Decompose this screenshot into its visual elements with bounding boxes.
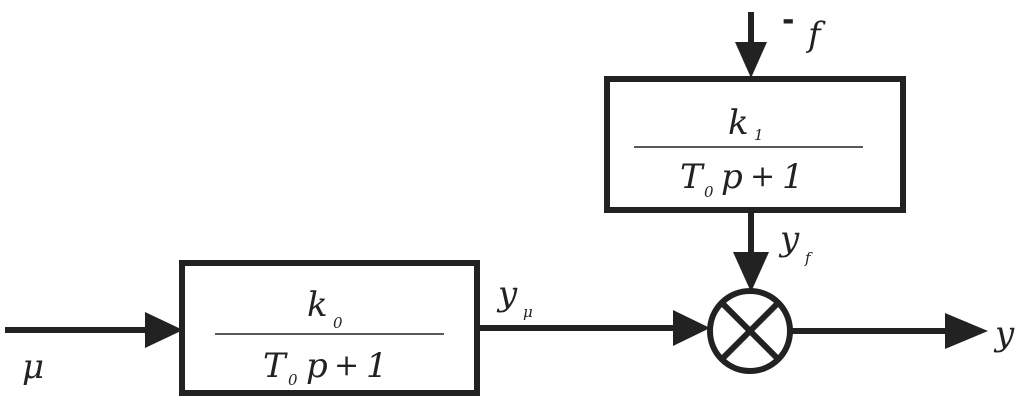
disturbance-denominator-symbol: T [680, 157, 705, 197]
disturbance-block-denominator: T 0 p + 1 [680, 157, 804, 201]
disturbance-numerator-symbol: k [728, 103, 749, 143]
output-arrow-head [945, 313, 988, 349]
input-signal-label: μ [22, 347, 44, 387]
y-mu-subscript: μ [523, 303, 533, 321]
y-mu-symbol: y [496, 274, 518, 314]
y-f-arrow-head [733, 252, 769, 292]
main-denominator-symbol: T [263, 346, 288, 386]
disturbance-denominator-plus: + [750, 159, 775, 194]
disturbance-sign: - [782, 3, 794, 38]
y-f-symbol: y [778, 219, 800, 259]
disturbance-block-numerator: k 1 [728, 103, 764, 144]
main-block-numerator: k 0 [307, 285, 343, 332]
y-f-label: y f [778, 219, 813, 267]
disturbance-symbol: f [805, 15, 826, 55]
main-numerator-symbol: k [307, 285, 328, 325]
y-mu-label: y μ [496, 274, 533, 321]
main-denominator-one: 1 [366, 346, 388, 386]
disturbance-numerator-subscript: 1 [754, 126, 764, 144]
disturbance-denominator-one: 1 [782, 157, 804, 197]
main-denominator-plus: + [334, 348, 359, 383]
output-signal-label: y [993, 314, 1015, 354]
main-denominator-p: p [306, 346, 328, 386]
disturbance-denominator-p: p [721, 157, 743, 197]
main-transfer-block [179, 260, 480, 396]
disturbance-label: - f [782, 3, 826, 55]
main-denominator-subscript: 0 [288, 371, 298, 389]
y-mu-arrow-head [673, 310, 710, 346]
y-f-subscript: f [804, 249, 813, 267]
summing-junction [707, 288, 793, 374]
input-arrow-head [145, 312, 183, 348]
main-block-denominator: T 0 p + 1 [263, 346, 388, 389]
disturbance-transfer-block [604, 76, 906, 213]
disturbance-denominator-subscript: 0 [704, 183, 714, 201]
disturbance-arrow-head [735, 42, 767, 78]
main-numerator-subscript: 0 [333, 314, 343, 332]
